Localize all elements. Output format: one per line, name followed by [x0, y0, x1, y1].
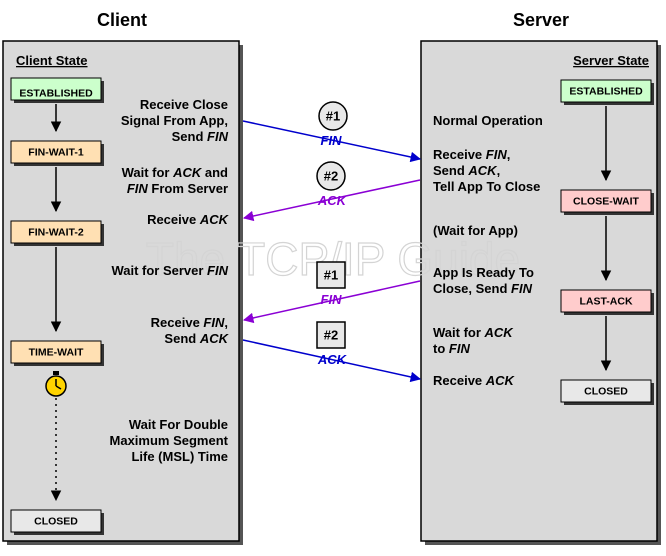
- server-label-receive-ack: Receive ACK: [433, 373, 516, 388]
- message-4-number: #2: [324, 327, 338, 342]
- client-state-time-wait: TIME-WAIT: [10, 340, 104, 366]
- client-label-receive-ack: Receive ACK: [147, 212, 230, 227]
- message-3-number: #1: [324, 267, 338, 282]
- message-arrow-ack-2: [242, 179, 421, 222]
- client-state-fin-wait-2-label: FIN-WAIT-2: [28, 226, 84, 238]
- server-label-wait-for-ack: Wait for ACK: [433, 325, 514, 340]
- client-label-send-ack: Send ACK: [164, 331, 229, 346]
- server-state-column-title: Server State: [573, 53, 649, 68]
- message-2-badge: #2: [316, 161, 346, 191]
- client-label-maximum-segment: Maximum Segment: [110, 433, 229, 448]
- server-state-closed: CLOSED: [560, 379, 654, 405]
- server-label-close-send-fin: Close, Send FIN: [433, 281, 533, 296]
- client-state-column-title: Client State: [16, 53, 88, 68]
- server-state-last-ack: LAST-ACK: [560, 289, 654, 315]
- client-state-closed-label: CLOSED: [34, 515, 78, 527]
- server-state-established-label: ESTABLISHED: [569, 85, 643, 97]
- stopwatch-icon: [45, 371, 67, 397]
- client-panel: [2, 40, 240, 542]
- client-state-established: ESTABLISHED: [10, 77, 104, 103]
- message-arrow-ack-4: [242, 339, 422, 383]
- client-label-receive-close: Receive Close: [140, 97, 228, 112]
- client-state-fin-wait-1: FIN-WAIT-1: [10, 140, 104, 166]
- client-label-signal-from-app: Signal From App,: [121, 113, 228, 128]
- message-1-number: #1: [326, 108, 340, 123]
- server-label-receive-fin: Receive FIN,: [433, 147, 510, 162]
- client-state-fin-wait-2: FIN-WAIT-2: [10, 220, 104, 246]
- server-label-tell-app: Tell App To Close: [433, 179, 540, 194]
- message-2-type: ACK: [317, 193, 348, 208]
- client-state-closed: CLOSED: [10, 509, 104, 535]
- server-header: Server: [513, 10, 569, 30]
- message-arrow-fin-1: [242, 120, 422, 163]
- server-state-close-wait-label: CLOSE-WAIT: [573, 195, 639, 207]
- server-state-established: ESTABLISHED: [560, 79, 654, 105]
- server-label-wait-for-app: (Wait for App): [433, 223, 518, 238]
- message-3-badge: #1: [316, 261, 346, 289]
- client-header: Client: [97, 10, 147, 30]
- message-1-badge: #1: [318, 101, 348, 131]
- client-label-wait-for-ack: Wait for ACK and: [122, 165, 228, 180]
- server-state-closed-label: CLOSED: [584, 385, 628, 397]
- message-4-badge: #2: [316, 321, 346, 349]
- client-label-receive-fin: Receive FIN,: [151, 315, 228, 330]
- client-state-time-wait-label: TIME-WAIT: [29, 346, 84, 358]
- message-1-type: FIN: [321, 133, 343, 148]
- client-label-msl-time: Life (MSL) Time: [131, 449, 228, 464]
- client-state-established-label: ESTABLISHED: [19, 87, 93, 99]
- client-label-send-fin: Send FIN: [172, 129, 229, 144]
- client-label-wait-server-fin: Wait for Server FIN: [111, 263, 228, 278]
- server-label-normal-operation: Normal Operation: [433, 113, 543, 128]
- server-label-to-fin: to FIN: [433, 341, 470, 356]
- server-label-send-ack: Send ACK,: [433, 163, 500, 178]
- client-label-wait-double: Wait For Double: [129, 417, 228, 432]
- server-state-last-ack-label: LAST-ACK: [579, 295, 632, 307]
- server-state-close-wait: CLOSE-WAIT: [560, 189, 654, 215]
- client-label-fin-from-server: FIN From Server: [127, 181, 228, 196]
- message-2-number: #2: [324, 168, 338, 183]
- server-label-app-ready: App Is Ready To: [433, 265, 534, 280]
- message-arrow-fin-3: [242, 280, 421, 324]
- message-3-type: FIN: [321, 292, 343, 307]
- client-state-fin-wait-1-label: FIN-WAIT-1: [28, 146, 84, 158]
- message-4-type: ACK: [317, 352, 348, 367]
